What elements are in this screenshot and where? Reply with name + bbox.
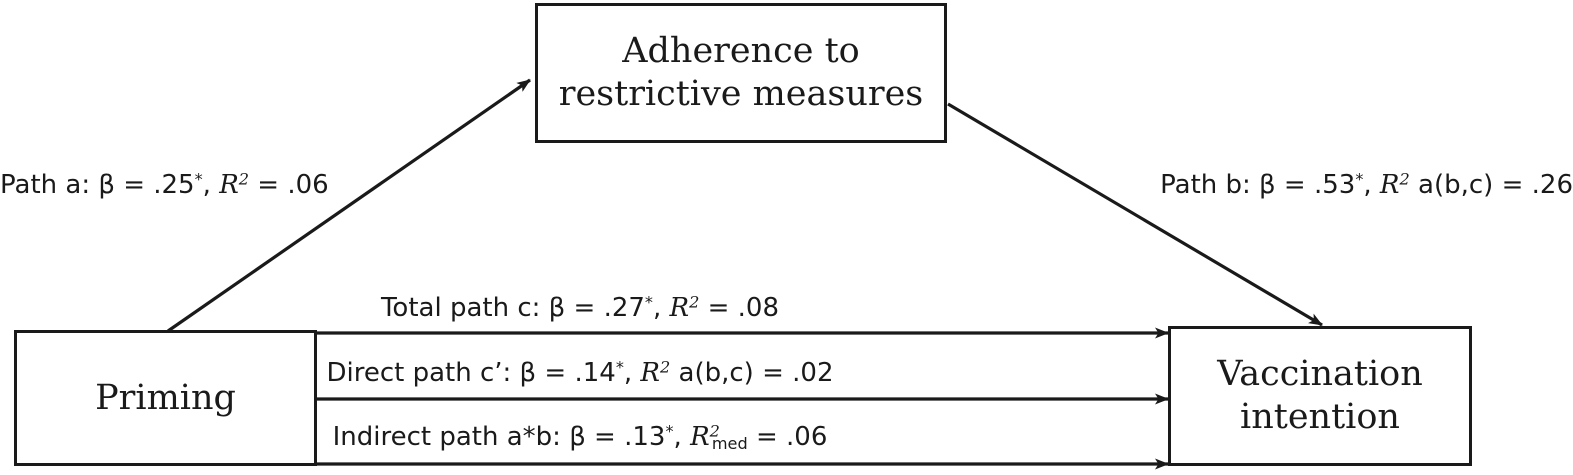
stat-symbol: R2: [1379, 169, 1410, 200]
node-label-outcome: Vaccination intention: [1217, 354, 1423, 437]
stat-symbol: R2: [669, 292, 700, 323]
stat-symbol: R2: [640, 357, 671, 388]
stat-symbol: R2med: [690, 421, 748, 453]
node-label-predictor: Priming: [95, 377, 236, 418]
node-label-mediator: Adherence to restrictive measures: [558, 31, 924, 114]
node-box-mediator[interactable]: Adherence to restrictive measures: [535, 3, 947, 143]
node-box-predictor[interactable]: Priming: [14, 330, 317, 466]
significance-marker: *: [644, 292, 653, 312]
arrow-path-b: [947, 102, 1323, 327]
significance-marker: *: [615, 357, 624, 377]
path-label-a: Path a: β = .25*, R2 = .06: [0, 169, 329, 200]
path-label-b: Path b: β = .53*, R2 a(b,c) = .26: [1160, 169, 1573, 200]
significance-marker: *: [194, 169, 203, 189]
stat-symbol: R2: [219, 169, 250, 200]
significance-marker: *: [1355, 169, 1364, 189]
path-label-c: Total path c: β = .27*, R2 = .08: [380, 292, 780, 323]
arrow-path-a: [167, 78, 531, 333]
significance-marker: *: [665, 421, 674, 441]
path-label-c-prime: Direct path c’: β = .14*, R2 a(b,c) = .0…: [326, 357, 834, 388]
path-label-a-b: Indirect path a*b: β = .13*, R2med = .06: [332, 421, 828, 453]
node-box-outcome[interactable]: Vaccination intention: [1168, 326, 1472, 466]
